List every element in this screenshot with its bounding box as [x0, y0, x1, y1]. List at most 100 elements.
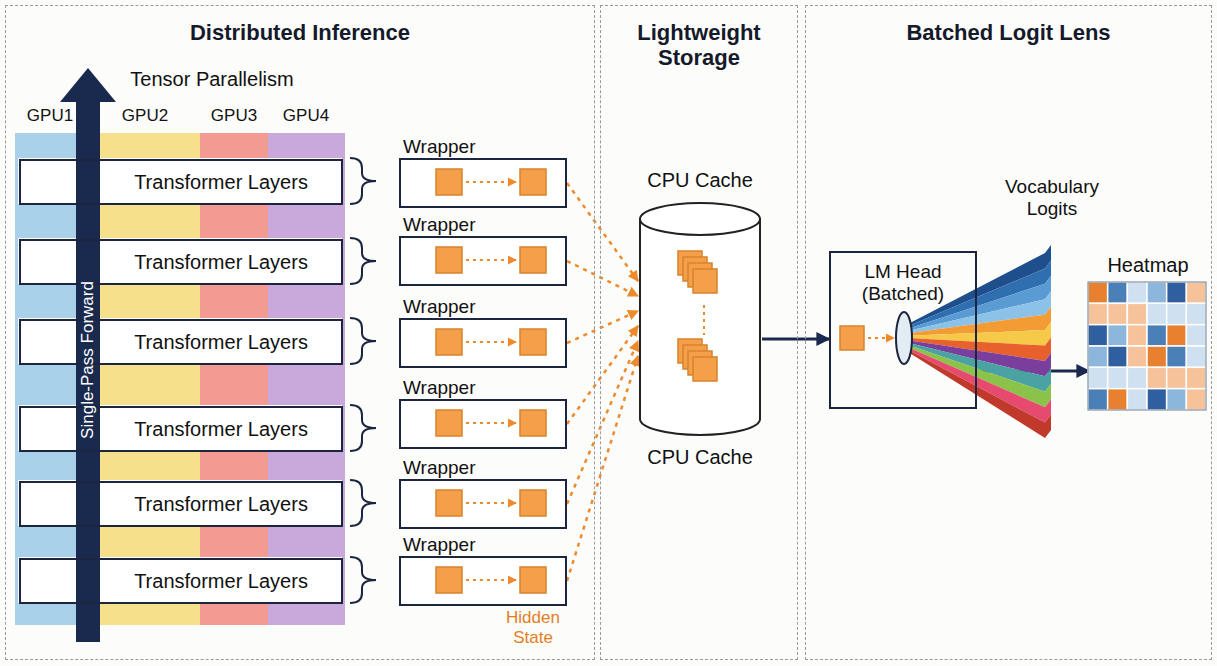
cylinder-outline	[638, 169, 762, 469]
state-square	[436, 329, 462, 355]
heatmap-cell	[1108, 325, 1128, 346]
connector	[567, 341, 638, 504]
heatmap-cell	[1186, 367, 1206, 388]
layer-box: Transformer Layers	[19, 406, 343, 452]
lm-head-box: LM Head (Batched)	[829, 251, 977, 409]
heatmap-cell	[1108, 367, 1128, 388]
state-square	[436, 247, 462, 273]
wrapper-box: Wrapper	[399, 158, 567, 208]
box-label: Transformer Layers	[131, 171, 311, 194]
state-square	[436, 490, 462, 516]
layer-box: Transformer Layers	[19, 319, 343, 365]
heatmap-cell	[1167, 303, 1187, 324]
heatmap-cell	[1147, 282, 1167, 303]
gpu-label: GPU2	[122, 106, 168, 126]
gpu-label: GPU1	[27, 106, 73, 126]
heatmap-cell	[1186, 389, 1206, 410]
hidden-state-square	[520, 169, 546, 195]
heatmap-cell	[1127, 346, 1147, 367]
wrapper-fill	[398, 398, 566, 448]
panel-title: Distributed Inference	[18, 20, 582, 45]
region-panel: Lightweight StorageCPU CacheCPU Cache	[600, 5, 798, 660]
hidden-state-square	[520, 410, 546, 436]
hidden-state-square	[520, 329, 546, 355]
connector	[762, 338, 829, 341]
wrapper-box: Wrapper	[399, 318, 567, 368]
heatmap-cell	[1108, 282, 1128, 303]
box-label: CPU Cache	[647, 446, 753, 469]
layer-fill	[18, 158, 342, 204]
wrapper-fill	[398, 235, 566, 285]
cached-state	[693, 269, 717, 293]
wrapper-fill	[398, 555, 566, 605]
layer-fill	[18, 480, 342, 526]
logit-fan	[908, 350, 1051, 438]
fan-label: Vocabulary Logits	[987, 176, 1117, 220]
gpu-band	[268, 133, 345, 625]
heatmap-cell	[1167, 325, 1187, 346]
wrapper-box: Wrapper	[399, 236, 567, 286]
dotted-arrow	[466, 422, 516, 424]
gpu-label: GPU4	[283, 106, 329, 126]
heatmap-cell	[1147, 346, 1167, 367]
wrapper-fill	[398, 157, 566, 207]
box-label: Transformer Layers	[131, 331, 311, 354]
heatmap-cell	[1088, 325, 1108, 346]
box-heading: Wrapper	[403, 136, 476, 158]
box-label: Transformer Layers	[131, 251, 311, 274]
wrapper-box: Wrapper	[399, 556, 567, 606]
logit-fan	[908, 345, 1051, 407]
hidden-state-label: Hidden State	[501, 608, 565, 647]
dotted-arrow	[868, 337, 894, 339]
wrapper-box: Wrapper	[399, 479, 567, 529]
heatmap-cell	[1167, 346, 1187, 367]
state-square	[436, 567, 462, 593]
heatmap-cell	[1108, 389, 1128, 410]
heatmap-cell	[1088, 346, 1108, 367]
box-label: Transformer Layers	[131, 493, 311, 516]
panel-title: Batched Logit Lens	[818, 20, 1199, 45]
heatmap-cell	[1147, 303, 1167, 324]
heatmap-cell	[1088, 282, 1108, 303]
logit-fan	[908, 347, 1051, 422]
box-label: CPU Cache	[647, 169, 753, 192]
box-heading: Wrapper	[403, 457, 476, 479]
curly-brace	[350, 405, 376, 451]
heatmap-cell	[1186, 325, 1206, 346]
cached-state	[693, 357, 717, 381]
layer-box: Transformer Layers	[19, 481, 343, 527]
axis-label: Tensor Parallelism	[130, 68, 293, 91]
cache-cylinder: CPU CacheCPU Cache	[638, 169, 762, 469]
cylinder-body	[640, 219, 760, 435]
hidden-state-square	[520, 490, 546, 516]
heatmap-cell	[1127, 367, 1147, 388]
heatmap-cell	[1147, 367, 1167, 388]
heatmap-grid: Heatmap	[1089, 283, 1207, 411]
dotted-arrow	[466, 341, 516, 343]
heatmap-cell	[1127, 303, 1147, 324]
box-label: LM Head (Batched)	[839, 261, 967, 305]
box-label: Transformer Layers	[131, 418, 311, 441]
layer-box: Transformer Layers	[19, 558, 343, 604]
box-heading: Wrapper	[403, 214, 476, 236]
gpu-label: GPU3	[211, 106, 257, 126]
curly-brace	[350, 318, 376, 364]
heatmap-cell	[1127, 282, 1147, 303]
gpu-band	[200, 133, 268, 625]
connector	[567, 356, 638, 581]
dotted-arrow	[466, 502, 516, 504]
connector	[567, 326, 638, 424]
heatmap-cell	[1186, 346, 1206, 367]
hidden-state-square	[520, 567, 546, 593]
layer-fill	[18, 557, 342, 603]
cache-dots	[703, 305, 705, 335]
curly-brace	[350, 557, 376, 603]
curly-brace	[350, 158, 376, 204]
layer-box: Transformer Layers	[19, 239, 343, 285]
heatmap-cell	[1186, 303, 1206, 324]
box-heading: Heatmap	[1107, 254, 1188, 277]
heatmap-cell	[1127, 389, 1147, 410]
layer-box: Transformer Layers	[19, 159, 343, 205]
state-square	[436, 169, 462, 195]
